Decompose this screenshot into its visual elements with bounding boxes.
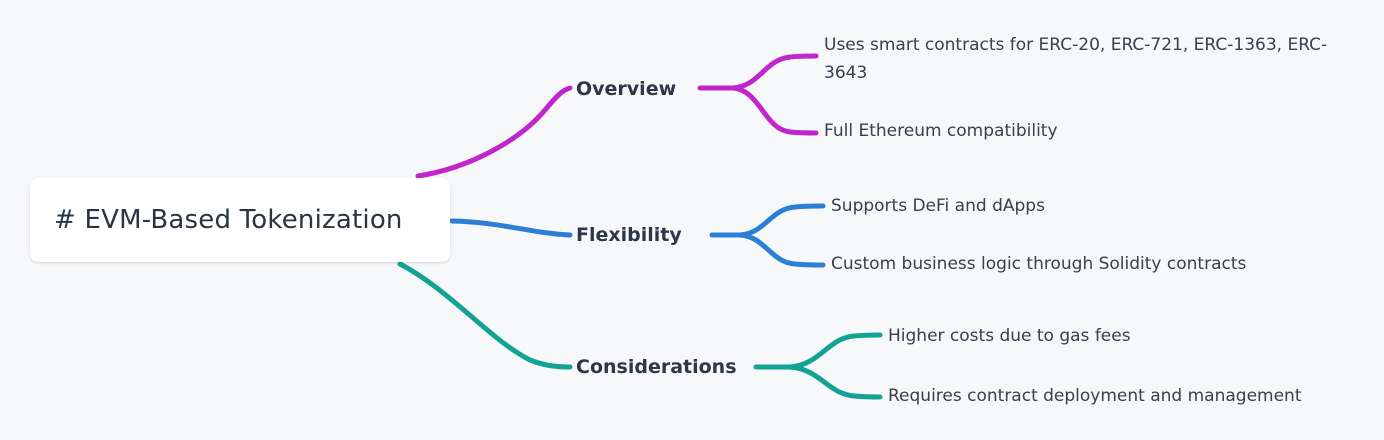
leaf-node-eth-compatibility[interactable]: Full Ethereum compatibility <box>824 121 1058 142</box>
edge-overview-to-eth-compatibility <box>730 85 819 136</box>
edge-considerations-to-deployment <box>787 364 883 400</box>
leaf-node-erc-standards[interactable]: Uses smart contracts for ERC-20, ERC-721… <box>824 35 1328 83</box>
branch-node-flexibility[interactable]: Flexibility <box>576 224 682 246</box>
edge-flexibility-to-solidity-logic <box>737 232 826 268</box>
edge-root-to-overview <box>415 85 573 179</box>
root-node-label: # EVM-Based Tokenization <box>54 205 403 235</box>
branch-node-considerations[interactable]: Considerations <box>576 356 737 378</box>
edge-overview-to-erc-standards <box>730 53 819 91</box>
edge-root-to-flexibility <box>449 218 573 238</box>
leaf-node-deployment[interactable]: Requires contract deployment and managem… <box>888 386 1302 407</box>
branch-node-overview[interactable]: Overview <box>576 78 677 100</box>
leaf-node-defi-dapps[interactable]: Supports DeFi and dApps <box>831 196 1045 217</box>
edge-considerations-to-gas-fees <box>787 332 883 370</box>
edge-flexibility-to-defi-dapps <box>737 203 826 238</box>
leaf-node-gas-fees[interactable]: Higher costs due to gas fees <box>888 326 1131 347</box>
leaf-node-solidity-logic[interactable]: Custom business logic through Solidity c… <box>831 254 1247 275</box>
edge-root-to-considerations <box>397 261 573 370</box>
root-node[interactable]: # EVM-Based Tokenization <box>30 178 450 262</box>
